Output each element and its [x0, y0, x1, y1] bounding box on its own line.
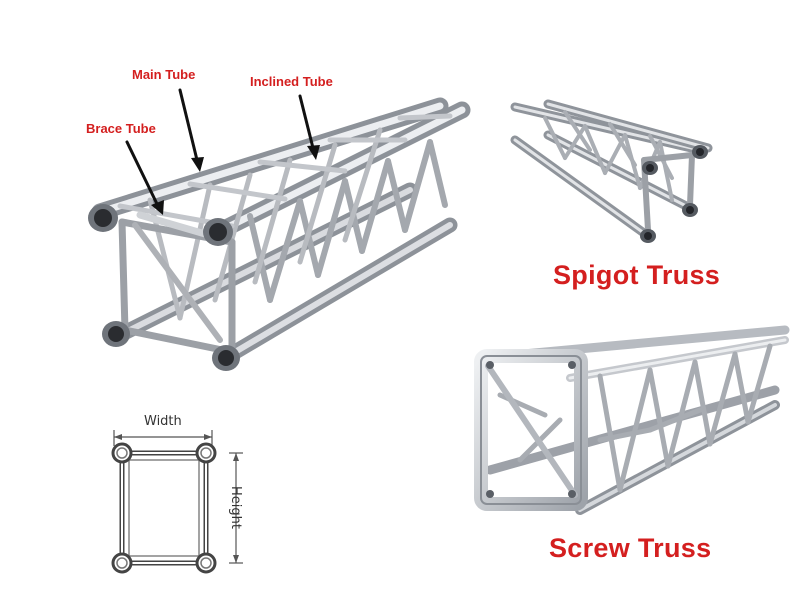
screw-truss-image: [474, 325, 790, 515]
main-tube-label: Main Tube: [132, 67, 196, 82]
height-dimension-label: Height: [227, 486, 243, 529]
brace-tube-label: Brace Tube: [86, 121, 156, 136]
spigot-truss-image: [510, 99, 713, 243]
tube-end-caps: [88, 204, 240, 371]
inclined-tube-label: Inclined Tube: [250, 74, 333, 89]
cross-section-diagram: [111, 430, 243, 574]
main-truss-image: [88, 88, 471, 371]
spigot-truss-title: Spigot Truss: [553, 260, 721, 290]
annotation-arrows: [125, 88, 320, 215]
width-dimension-label: Width: [144, 414, 182, 429]
screw-truss-title: Screw Truss: [549, 533, 712, 563]
